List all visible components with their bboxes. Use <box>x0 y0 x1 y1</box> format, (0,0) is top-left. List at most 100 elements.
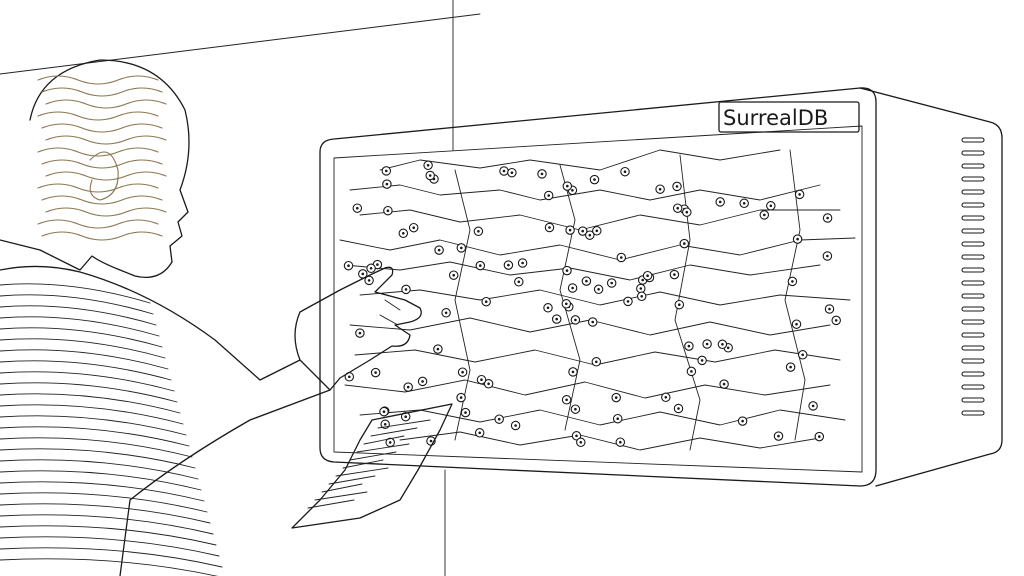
circuit-node-center <box>677 407 680 410</box>
vent-slot <box>961 332 985 338</box>
paper-text-line <box>307 499 355 509</box>
vent-slot <box>961 189 985 195</box>
circuit-node-center <box>588 233 592 237</box>
head-circuit-trace <box>37 147 159 157</box>
circuit-node-center <box>548 226 551 229</box>
logo-plate <box>718 101 860 133</box>
body-stripe <box>0 415 187 436</box>
circuit-node-center <box>826 216 829 220</box>
circuit-node-center <box>597 288 600 291</box>
circuit-node-center <box>574 318 577 322</box>
circuit-node-center <box>798 193 801 196</box>
circuit-node-center <box>687 344 691 348</box>
circuit-node-center <box>742 202 746 205</box>
circuit-node-center <box>367 279 371 282</box>
body-stripe <box>0 514 214 535</box>
body-stripe <box>0 426 190 447</box>
paper-text-line <box>335 467 389 477</box>
circuit-node-center <box>347 264 350 268</box>
circuit-node-center <box>834 319 838 322</box>
head-circuit-trace <box>37 183 159 193</box>
circuit-node-center <box>568 228 572 232</box>
circuit-node-center <box>452 273 456 277</box>
circuit-node-center <box>763 213 766 217</box>
circuit-node-center <box>412 226 416 229</box>
circuit-node-center <box>678 303 681 307</box>
vent-slot <box>961 254 985 260</box>
head-circuit-trace <box>41 123 163 133</box>
circuit-node-center <box>385 182 389 186</box>
paper-text-line <box>328 475 376 485</box>
circuit-node-center <box>461 370 464 374</box>
circuit-node-center <box>426 164 430 167</box>
circuit-node-center <box>789 365 792 369</box>
circuit-node-center <box>705 342 709 346</box>
body-stripe <box>0 294 154 315</box>
circuit-node-center <box>796 237 799 241</box>
circuit-node-center <box>616 417 619 421</box>
circuit-human-figure <box>0 59 422 576</box>
circuit-node-center <box>358 331 362 335</box>
circuit-node-center <box>595 229 599 233</box>
circuit-node-center <box>581 229 584 233</box>
circuit-node-center <box>484 300 488 304</box>
circuit-node-center <box>811 404 815 408</box>
circuit-node-center <box>502 169 506 173</box>
circuit-node-center <box>487 382 490 386</box>
circuit-node-center <box>658 187 662 191</box>
body-stripe <box>0 404 184 425</box>
paper-text-line <box>321 483 363 493</box>
circuit-board-traces <box>339 149 856 451</box>
vent-slot <box>961 241 985 247</box>
body-stripe <box>0 338 166 359</box>
body-stripe <box>0 448 196 469</box>
paper-text-lines <box>307 419 431 509</box>
body-stripe-pattern <box>0 283 223 576</box>
circuit-node-center <box>579 441 583 444</box>
circuit-node-center <box>382 410 386 414</box>
database-device: SurrealDB <box>319 87 1003 487</box>
circuit-node-center <box>361 272 365 276</box>
head-circuit-trace <box>37 111 159 121</box>
head-circuit-trace <box>45 207 167 217</box>
vent-slot <box>961 280 985 286</box>
circuit-node-center <box>460 246 463 250</box>
circuit-node-center <box>383 423 387 426</box>
head-circuit-trace <box>41 195 163 205</box>
vent-slot <box>961 358 985 364</box>
vent-slot <box>961 384 985 390</box>
circuit-node-center <box>664 396 668 399</box>
vent-slot <box>961 228 985 234</box>
head-circuit-trace <box>45 99 167 109</box>
body-stripe <box>0 459 199 480</box>
circuit-node-center <box>777 434 780 438</box>
circuit-node-center <box>385 169 388 173</box>
circuit-node-center <box>640 295 643 298</box>
body-stripe <box>0 437 193 458</box>
paper-text-line <box>314 491 368 501</box>
circuit-node-center <box>566 184 569 188</box>
circuit-node-center <box>356 206 359 210</box>
paper-text-line <box>377 419 431 429</box>
vent-slot <box>961 150 985 156</box>
vent-slot <box>961 397 985 403</box>
body-stripe <box>0 382 178 403</box>
circuit-node-center <box>404 415 408 419</box>
circuit-node-center <box>646 274 649 278</box>
body-stripe <box>0 558 218 576</box>
vent-slot <box>961 137 985 143</box>
circuit-node-center <box>497 417 501 421</box>
circuit-node-center <box>565 302 568 306</box>
vent-slot <box>961 319 985 325</box>
body-stripe <box>0 393 181 414</box>
circuit-node-center <box>429 439 433 443</box>
circuit-node-center <box>676 206 679 210</box>
body-stripe <box>0 283 151 304</box>
circuit-node-center <box>571 286 574 290</box>
circuit-node-center <box>683 242 686 245</box>
circuit-node-center <box>565 269 569 272</box>
circuit-node-center <box>571 189 574 192</box>
circuit-node-center <box>404 288 408 291</box>
circuit-node-center <box>718 200 722 204</box>
